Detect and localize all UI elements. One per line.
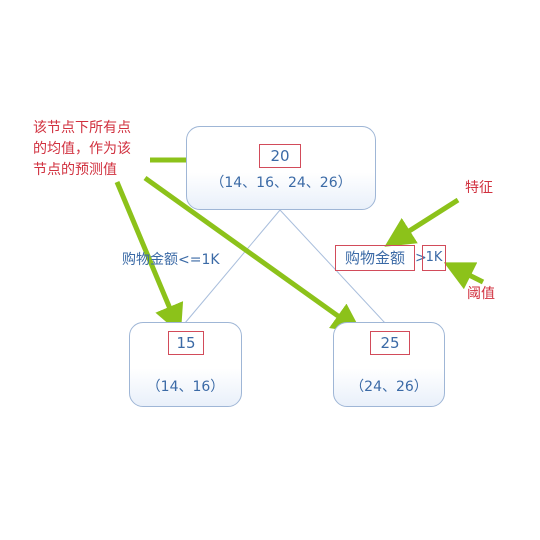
split-operator: > bbox=[415, 250, 427, 266]
prediction-note-line3: 节点的预测值 bbox=[33, 162, 117, 178]
arrow-to-feature bbox=[384, 197, 460, 247]
tree-edge-left bbox=[184, 209, 281, 324]
root-node bbox=[186, 126, 376, 210]
right-child-value: 25 bbox=[370, 331, 410, 355]
left-child-value: 15 bbox=[168, 331, 204, 355]
prediction-note-line1: 该节点下所有点 bbox=[33, 120, 131, 136]
arrow-to-left-value bbox=[114, 181, 184, 335]
prediction-note: 该节点下所有点 的均值，作为该 节点的预测值 bbox=[33, 118, 153, 181]
right-child-node bbox=[333, 322, 445, 407]
threshold-annotation: 阈值 bbox=[467, 286, 495, 302]
split-threshold: 1K bbox=[422, 245, 446, 271]
tree-edge-right bbox=[279, 209, 386, 324]
root-members: （14、16、24、26） bbox=[210, 175, 352, 191]
feature-annotation: 特征 bbox=[465, 180, 493, 196]
left-child-members: （14、16） bbox=[146, 379, 225, 395]
arrow-to-threshold bbox=[443, 262, 485, 290]
right-child-members: （24、26） bbox=[350, 379, 428, 395]
left-child-node bbox=[129, 322, 242, 407]
arrow-to-right-value bbox=[143, 175, 363, 334]
root-value: 20 bbox=[259, 144, 301, 168]
left-split-condition: 购物金额<=1K bbox=[122, 252, 220, 268]
prediction-note-line2: 的均值，作为该 bbox=[33, 141, 131, 157]
split-feature: 购物金额 bbox=[335, 245, 415, 271]
